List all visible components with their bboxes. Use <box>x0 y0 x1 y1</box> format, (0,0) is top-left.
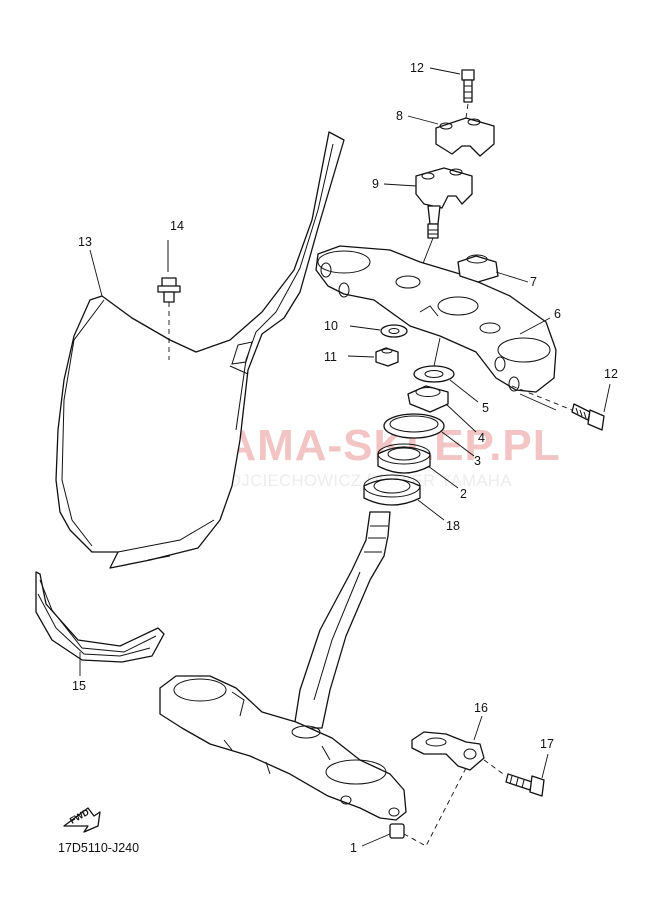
graphic-strip <box>35 571 165 676</box>
handlebar-holder-lower <box>383 167 473 285</box>
callout-12-right: 12 <box>604 367 618 381</box>
bolt-14 <box>157 240 181 360</box>
lower-bearing <box>363 474 445 521</box>
callout-13: 13 <box>78 235 92 249</box>
callout-18: 18 <box>446 519 460 533</box>
bracket-16 <box>403 715 485 847</box>
nut-11 <box>347 347 399 367</box>
watermark-subtext: WOJCIECHOWICZ DEALER YAMAHA <box>212 472 512 490</box>
bolt-17 <box>483 753 549 797</box>
number-plate <box>55 131 345 569</box>
washer-5 <box>413 337 479 403</box>
upper-bearing <box>377 443 459 489</box>
callout-17: 17 <box>540 737 554 751</box>
dash-line-clamp-bolt <box>511 385 573 411</box>
steering-stem-nut <box>457 254 529 283</box>
callout-9: 9 <box>372 177 379 191</box>
fwd-arrow-icon: FWD <box>63 807 101 833</box>
washer-10 <box>349 324 408 338</box>
callout-7: 7 <box>530 275 537 289</box>
callout-14: 14 <box>170 219 184 233</box>
callout-2: 2 <box>460 487 467 501</box>
handlebar-holder-upper <box>407 115 495 157</box>
lower-triple-clamp <box>159 511 407 847</box>
callout-15: 15 <box>72 679 86 693</box>
diagram-code: 17D5110-J240 <box>58 841 139 855</box>
dash-line-top-bolt <box>465 103 469 119</box>
callout-4: 4 <box>478 431 485 445</box>
bolt-12-right <box>571 383 611 431</box>
bearing-cover <box>383 413 475 457</box>
upper-triple-clamp <box>315 245 557 411</box>
leader-13 <box>89 249 103 297</box>
callout-8: 8 <box>396 109 403 123</box>
callout-10: 10 <box>324 319 338 333</box>
callout-6: 6 <box>554 307 561 321</box>
callout-11: 11 <box>324 350 337 364</box>
callout-16: 16 <box>474 701 488 715</box>
bolt-12-top <box>429 67 475 103</box>
ring-nut <box>407 385 477 433</box>
callout-5: 5 <box>482 401 489 415</box>
callout-1: 1 <box>350 841 357 855</box>
callout-labels: 1 2 3 4 5 6 7 8 9 10 11 12 12 13 14 15 1… <box>72 61 618 855</box>
callout-12-top: 12 <box>410 61 424 75</box>
callout-3: 3 <box>474 454 481 468</box>
